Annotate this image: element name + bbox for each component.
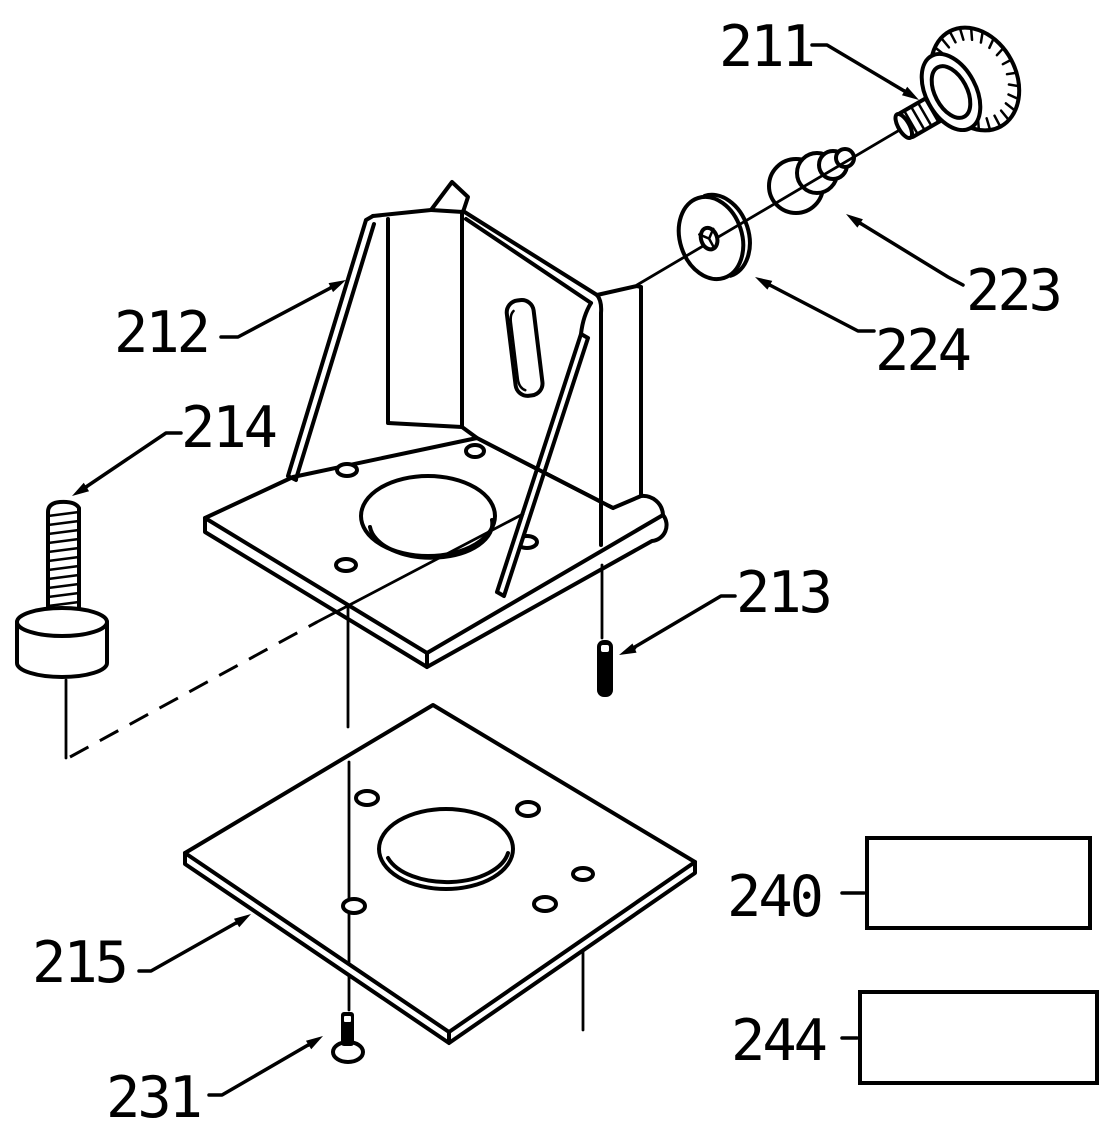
part-label-223: 223: [966, 258, 1060, 324]
callout-label-244: 244: [731, 1008, 826, 1074]
leader-line-231: [207, 1039, 317, 1097]
top-edge: [371, 208, 433, 218]
callout-boxes: 240 244: [727, 836, 1099, 1085]
bracket-hole: [334, 557, 358, 573]
leader-line-213: [626, 594, 737, 653]
part-label-214: 214: [181, 395, 276, 461]
plate-hole: [354, 789, 380, 807]
right-wall-edge: [495, 332, 590, 598]
plate-hole: [571, 866, 595, 882]
dashed-centerline: [69, 620, 318, 759]
part-label-231: 231: [106, 1065, 200, 1130]
leader-line-223: [853, 218, 965, 287]
assembly-axis-line: [635, 126, 905, 287]
part-label-212: 212: [114, 300, 208, 366]
wall-slot: [504, 298, 545, 398]
leader-line-215: [137, 917, 245, 973]
left-wall-edge: [286, 214, 376, 482]
leader-line-211: [810, 43, 913, 97]
plate-hole: [532, 895, 558, 913]
thumb-screw-knob-211: [919, 25, 1022, 133]
bracket-walls: [286, 180, 643, 598]
screw-thread: [46, 510, 81, 626]
callout-box-240: [865, 836, 1092, 930]
base-plate-215: [183, 703, 697, 1045]
bracket-hole: [335, 462, 359, 478]
plate-hole: [341, 897, 367, 915]
alignment-centerlines: [69, 512, 604, 759]
bracket-hole: [464, 443, 486, 459]
plate-hole: [515, 800, 541, 818]
screw-214: [15, 499, 109, 760]
washer-hole: [698, 225, 720, 252]
screw-231: [331, 1012, 365, 1064]
part-label-211: 211: [719, 14, 813, 80]
part-label-224: 224: [875, 318, 970, 384]
pin-213: [597, 640, 613, 697]
part-label-213: 213: [736, 560, 830, 626]
leader-line-224: [762, 280, 876, 333]
front-column: [386, 210, 479, 440]
right-flange-wall: [579, 284, 643, 547]
part-label-215: 215: [32, 930, 126, 996]
top-corner-tab: [429, 180, 470, 214]
alignment-centerlines-lower: [347, 760, 585, 1032]
bracket-base: [203, 436, 669, 669]
plate-center-hole: [377, 807, 515, 891]
fastener-axis-assembly: [635, 25, 1022, 287]
callout-box-244: [858, 990, 1099, 1085]
leader-line-214: [78, 431, 183, 493]
leader-line-212: [219, 282, 340, 339]
callout-label-240: 240: [727, 864, 821, 930]
